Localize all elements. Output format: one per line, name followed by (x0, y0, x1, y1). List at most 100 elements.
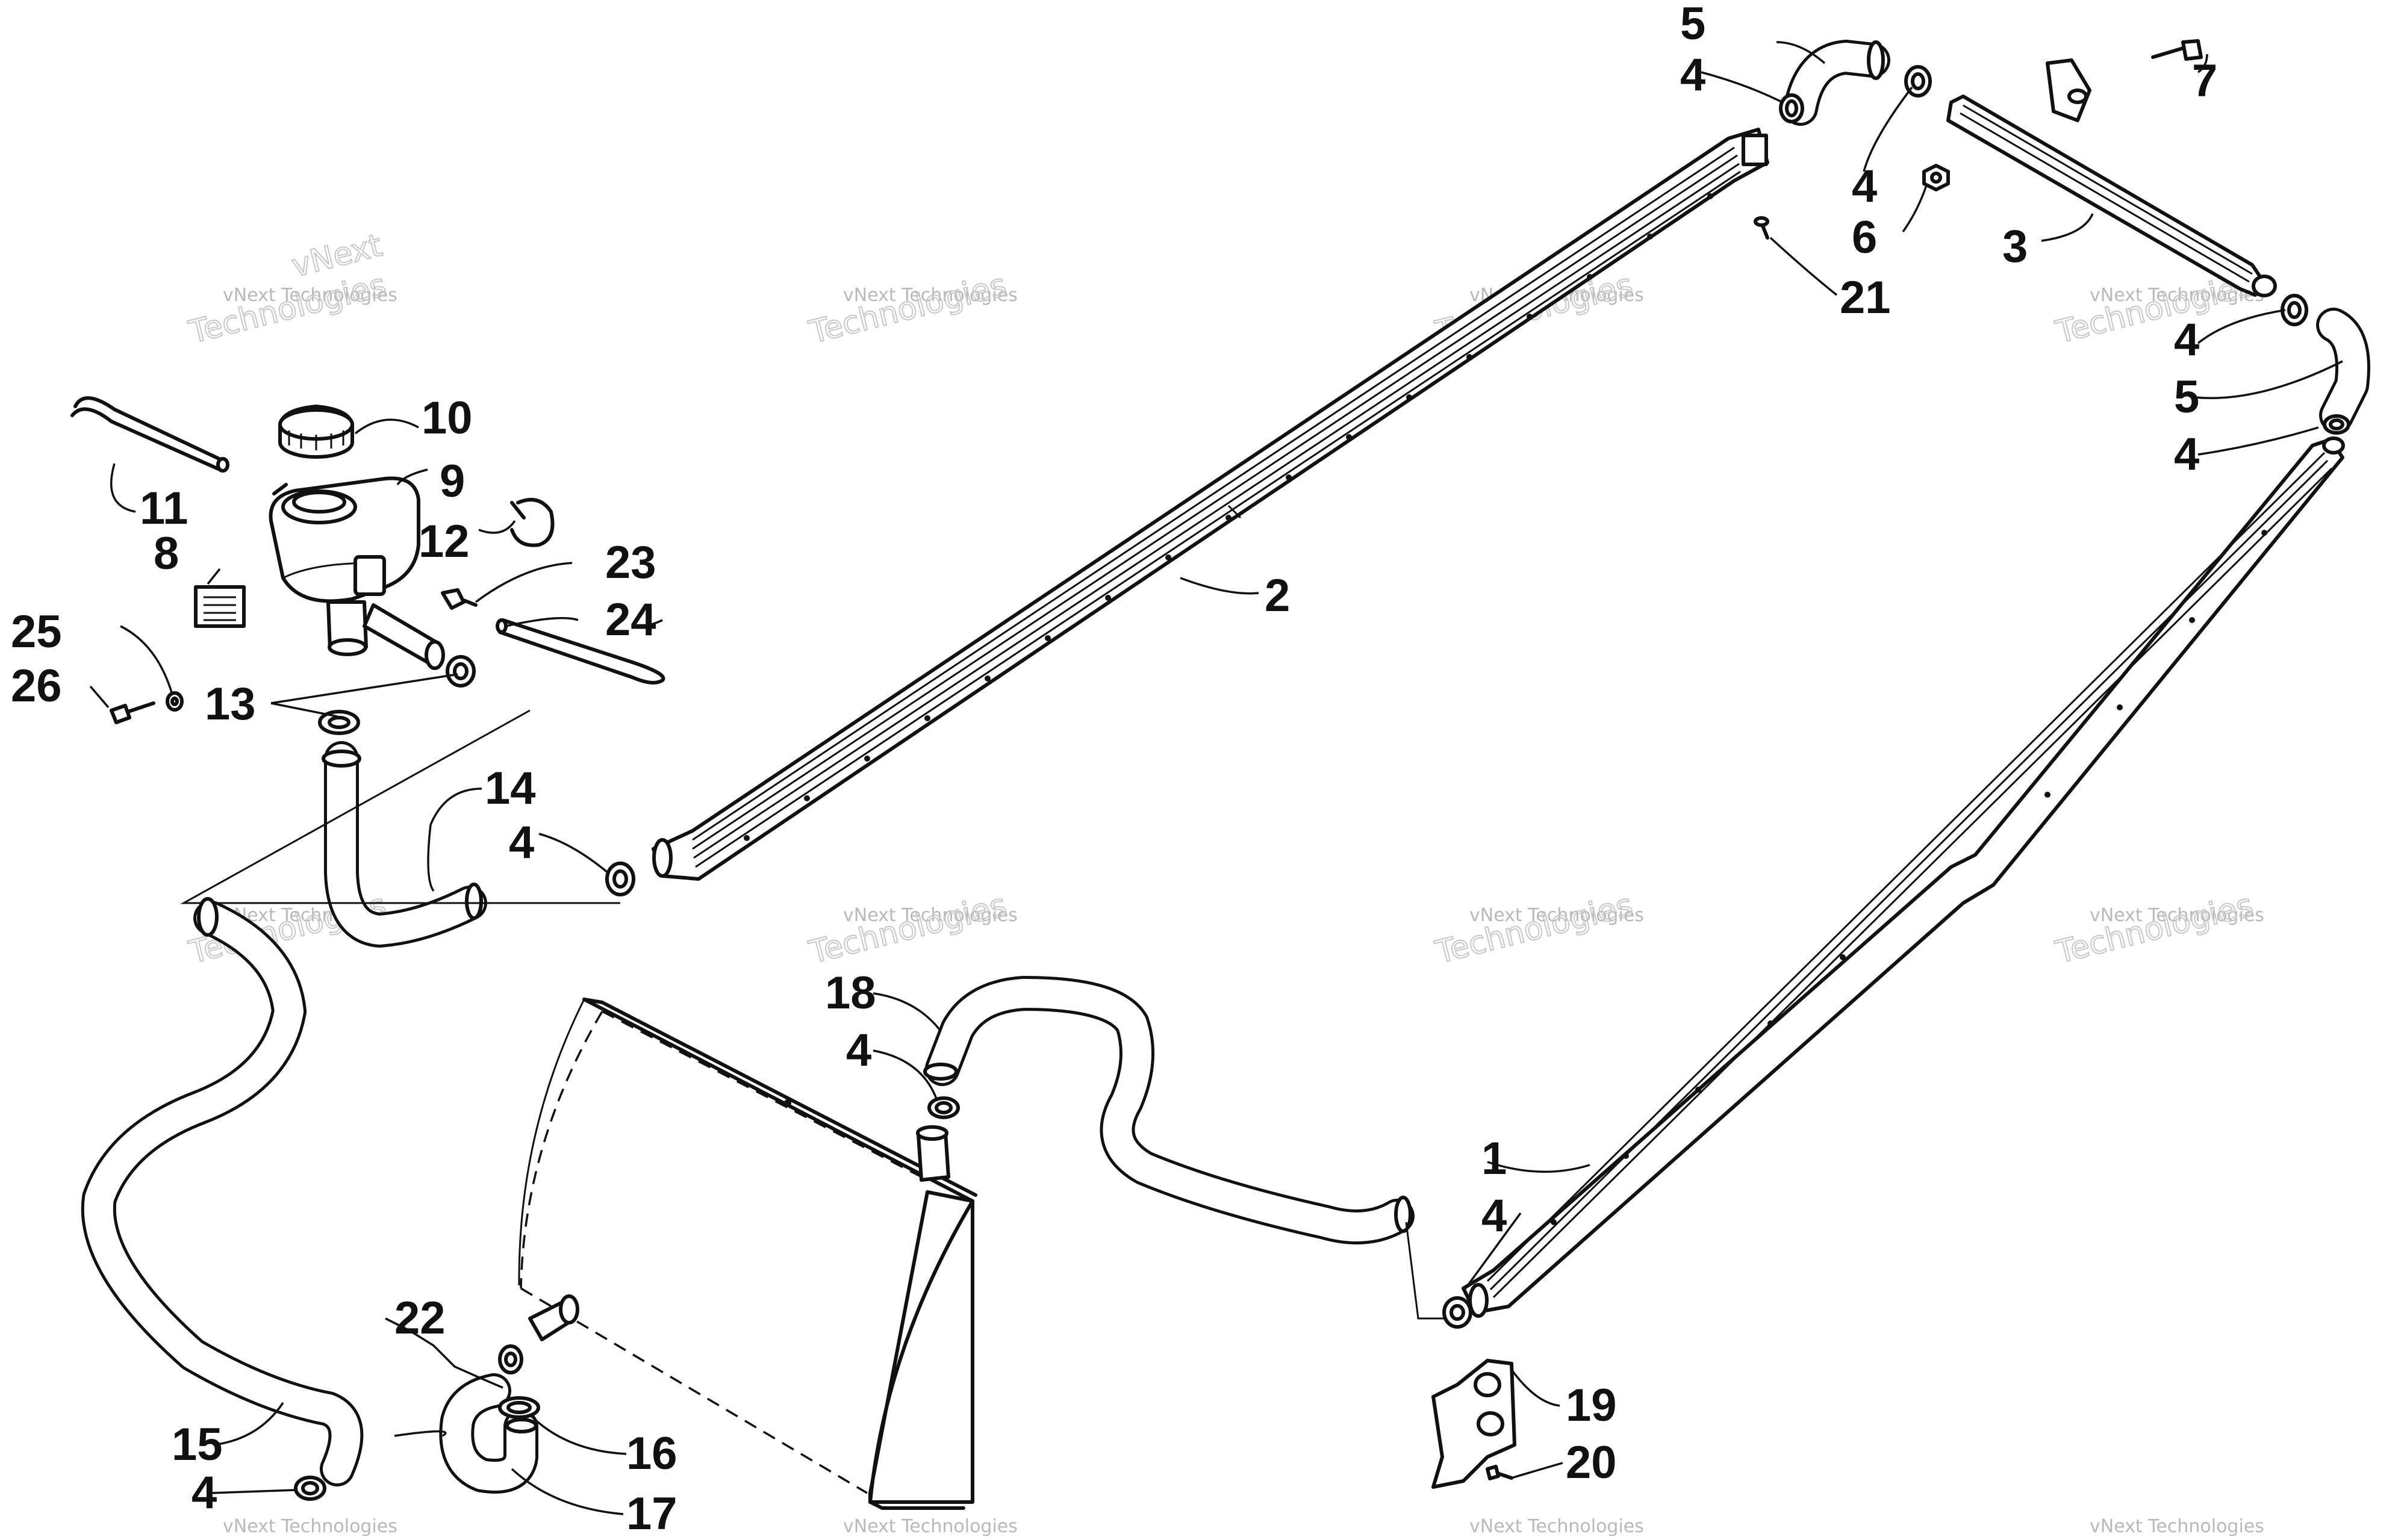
watermark-text: Technologies (1432, 887, 1637, 971)
reference-line (180, 709, 620, 904)
callout-9: 9 (440, 456, 465, 507)
screw (2151, 39, 2203, 61)
heat-exchanger-right (1462, 436, 2345, 1318)
coolant-reservoir (269, 476, 445, 670)
callout-7: 7 (2192, 55, 2217, 107)
callout-24: 24 (605, 594, 656, 645)
callout-22: 22 (394, 1293, 446, 1344)
callout-16: 16 (626, 1428, 677, 1479)
hose-clamp (446, 655, 476, 688)
callout-21: 21 (1840, 272, 1891, 323)
watermark: vNext Technologies (223, 1516, 397, 1537)
callout-4: 4 (509, 817, 534, 868)
hose-clamp (318, 710, 360, 735)
elbow-hose-right (2316, 308, 2370, 433)
watermark: vNext Technologies (2090, 1516, 2264, 1537)
callout-14: 14 (485, 763, 536, 814)
watermark: vNext Technologies Technologies (2052, 887, 2264, 972)
filler-neck (281, 489, 357, 524)
watermark: vNext Technologies (843, 1516, 1018, 1537)
radiator-lower-hose (81, 897, 364, 1486)
callout-18: 18 (825, 967, 876, 1019)
watermark-text: vNext Technologies (1469, 905, 1644, 926)
radiator-cap (278, 405, 354, 459)
radiator-outlet (528, 1294, 579, 1341)
callout-23: 23 (605, 537, 656, 588)
callout-5: 5 (2174, 371, 2199, 423)
mounting-holes (744, 193, 1713, 841)
hose-clamp (498, 1344, 523, 1374)
watermark-text: vNext Technologies (843, 285, 1018, 306)
callout-10: 10 (422, 393, 473, 444)
watermark-text: vNext Technologies (223, 1516, 397, 1537)
radiator (518, 998, 977, 1510)
callout-4: 4 (192, 1467, 217, 1518)
callout-20: 20 (1566, 1437, 1617, 1488)
watermark: vNext Technologies Technologies (805, 267, 1018, 352)
callout-13: 13 (205, 678, 256, 730)
callout-labels: 1 2 3 4 4 4 4 4 4 4 4 5 5 6 7 8 9 10 11 … (11, 0, 2217, 1539)
bypass-hose (439, 1373, 538, 1494)
heat-exchanger-top (1946, 58, 2277, 297)
screw (1486, 1465, 1513, 1480)
hose-clamp (294, 1476, 326, 1501)
callout-3: 3 (2002, 221, 2028, 272)
watermark-text: vNext Technologies (2090, 1516, 2264, 1537)
watermark-text: vNext Technologies (1469, 1516, 1644, 1537)
watermark-text: Technologies (185, 267, 390, 351)
elbow-hose-top (1783, 40, 1890, 126)
hose-clamp (1779, 93, 1804, 123)
watermark-text: vNext Technologies (843, 1516, 1018, 1537)
callout-19: 19 (1566, 1380, 1617, 1431)
mounting-holes (1551, 530, 2267, 1225)
radiator-upper-hose (923, 976, 1415, 1244)
hose-clamp (498, 1396, 540, 1419)
bracket (2046, 58, 2091, 122)
reservoir-hose (322, 741, 487, 948)
vent-nipple (272, 483, 288, 495)
overflow-hose (70, 396, 229, 473)
callout-4: 4 (1481, 1190, 1507, 1241)
callout-6: 6 (1852, 212, 1877, 263)
bolt (110, 701, 155, 724)
watermark-text: vNext Technologies (2090, 285, 2264, 306)
watermark-text: vNext Technologies (843, 905, 1018, 926)
callout-4: 4 (1680, 49, 1705, 101)
leader-lines (89, 41, 2343, 1515)
watermark-text: Technologies (2052, 887, 2257, 971)
callout-2: 2 (1265, 570, 1290, 621)
watermark: vNext Technologies vNext Technologies (185, 227, 397, 352)
warning-decal (194, 585, 246, 628)
callout-15: 15 (172, 1419, 223, 1470)
callout-4: 4 (2174, 429, 2199, 480)
callout-4: 4 (1852, 161, 1877, 212)
callout-1: 1 (1481, 1133, 1507, 1184)
hose-clamp (2323, 414, 2350, 435)
rivet (1754, 216, 1769, 240)
watermark-text: Technologies (806, 887, 1010, 971)
radiator-inlet (916, 1125, 950, 1182)
watermark: vNext Technologies Technologies (805, 887, 1018, 972)
callout-4: 4 (846, 1025, 871, 1076)
mounting-bracket (1431, 1359, 1516, 1489)
hose-clamp (2281, 294, 2308, 326)
spring-clip (510, 498, 555, 547)
heat-exchanger-left (652, 128, 1769, 881)
callout-25: 25 (11, 606, 62, 657)
callout-5: 5 (1680, 0, 1705, 49)
hose-clamp (1442, 1296, 1472, 1329)
hose-fitting (441, 588, 478, 610)
callout-11: 11 (140, 483, 188, 534)
watermark-text: vNext Technologies (2090, 905, 2264, 926)
callout-26: 26 (11, 660, 62, 712)
callout-17: 17 (626, 1488, 677, 1539)
hose-clamp (605, 862, 635, 896)
nut (1922, 164, 1950, 191)
washer (166, 691, 184, 712)
callout-8: 8 (154, 528, 179, 579)
watermark-text: vNext Technologies (223, 285, 397, 306)
callout-4: 4 (2174, 314, 2199, 365)
callout-12: 12 (419, 516, 470, 567)
watermark: vNext Technologies Technologies (1431, 887, 1644, 972)
